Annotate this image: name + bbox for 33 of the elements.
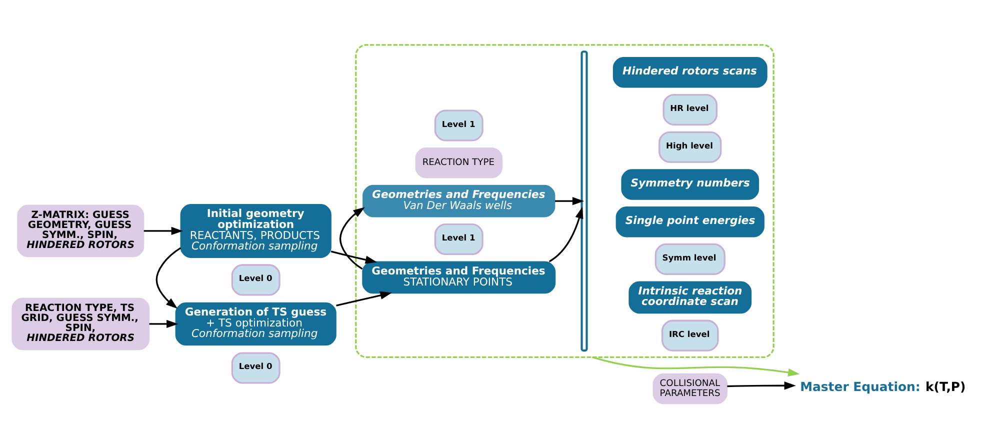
node-box: COLLISIONAL PARAMETERS [652,372,728,404]
arrow [149,319,178,328]
node-box: Geometries and Frequencies Van Der Waals wells [362,184,556,217]
arrow [548,206,584,262]
node-box: Symmetry numbers [621,168,760,200]
node-box: Single point energies [616,206,764,237]
arrow [339,206,365,270]
node-box: Intrinsic reaction coordinate scan [628,280,752,314]
arrow [156,246,182,308]
node-box: Hindered rotors scans [612,56,768,88]
node-box: REACTION TYPE, TS GRID, GUESS SYMM., SPIN, HINDERED ROTORS [12,297,150,350]
node-box: Level 1 [434,109,484,141]
node-box: Level 1 [434,222,484,255]
node-box: Level 0 [231,264,280,296]
arrow [144,226,183,235]
cluster [355,44,774,358]
node-box: Geometries and Frequencies STATIONARY POINTS [362,260,556,294]
node-box: IRC level [661,319,719,351]
arrow [592,356,800,376]
node-box: Generation of TS guess + TS optimization Conformation sampling [175,302,336,346]
node-bracket [580,50,588,352]
node-box: Symm level [654,242,726,274]
node-box: Level 0 [231,352,280,384]
node-box: HR level [662,93,718,125]
arrow [330,250,378,264]
node-text: Master Equation: k(T,P) [800,378,966,394]
node-box: Initial geometry optimization REACTANTS, PRODUCTS Conformation sampling [180,203,332,258]
arrow [727,381,796,390]
node-box: REACTION TYPE [415,147,502,178]
arrow [336,290,392,306]
arrow [555,196,584,205]
node-box: Z-MATRIX: GUESS GEOMETRY, GUESS SYMM., SPIN, HINDERED ROTORS [17,204,144,257]
node-box: High level [658,130,722,162]
